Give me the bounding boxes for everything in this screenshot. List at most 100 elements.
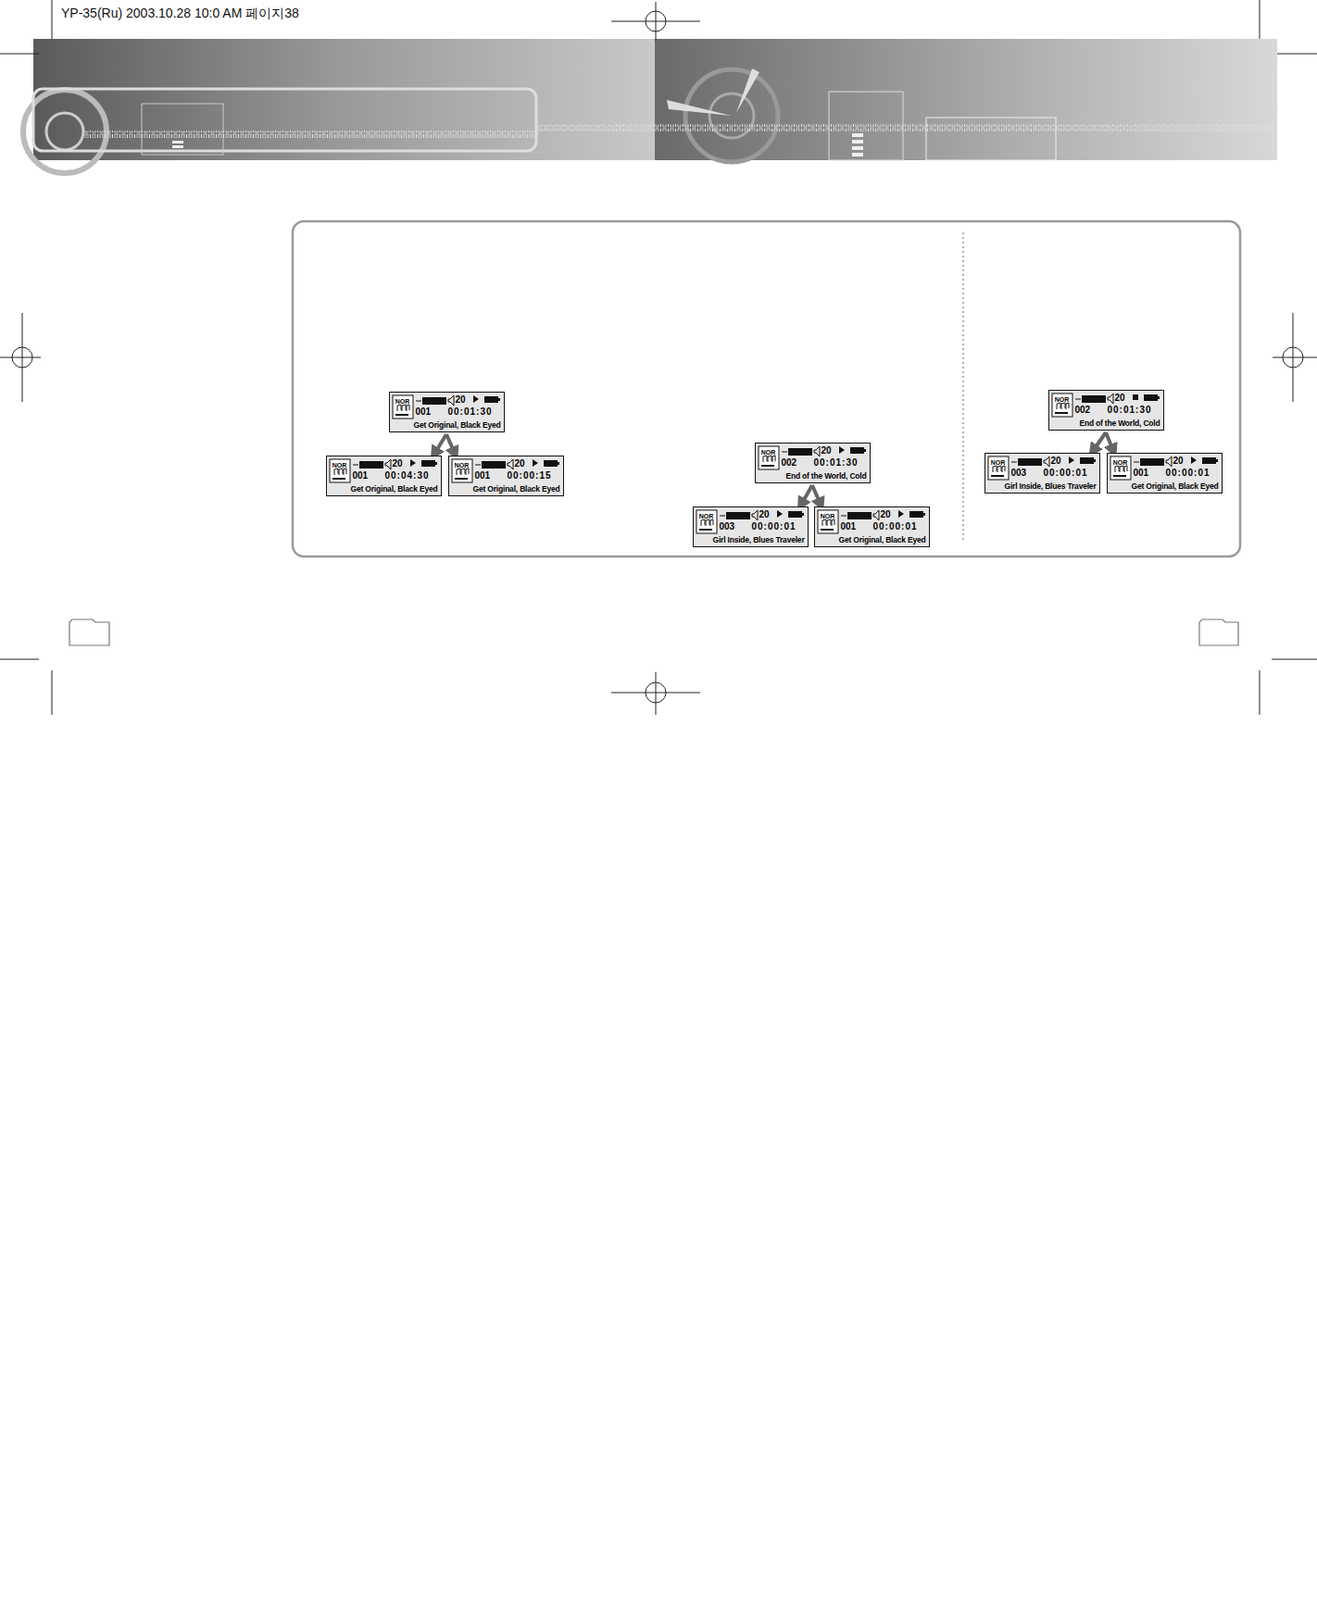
play-time: 00:00:01: [1043, 468, 1089, 478]
track-number: 002: [781, 458, 798, 468]
music-note: [822, 519, 835, 527]
dash: [475, 464, 481, 466]
track-number: 001: [840, 522, 857, 532]
battery-icon: [1143, 394, 1158, 402]
music-note: [763, 455, 776, 463]
volume-level: 20: [821, 446, 832, 456]
eq-mode: NOR: [1053, 396, 1072, 403]
play-icon: [1191, 456, 1197, 465]
progress-bar: [481, 461, 506, 469]
eq-mode: NOR: [393, 398, 413, 405]
play-icon: [839, 446, 845, 454]
crop-marks: [0, 0, 1317, 715]
eq-bar: [820, 528, 834, 531]
eq-icon: [451, 459, 473, 483]
song-title: Girl Inside, Blues Traveler: [1003, 482, 1096, 491]
track-number: 001: [1133, 468, 1150, 478]
eq-icon: [392, 395, 414, 419]
flow-arrow: [446, 434, 456, 455]
battery-icon: [1079, 457, 1094, 465]
eq-icon: [1052, 393, 1073, 417]
banner-frame: [926, 117, 1056, 161]
print-header: YP-35(Ru) 2003.10.28 10:0 AM 페이지38: [61, 5, 300, 23]
play-time: 00:00:15: [507, 471, 552, 481]
battery-icon: [484, 396, 499, 403]
dash: [1133, 462, 1140, 464]
banner-ticks: [172, 133, 864, 157]
song-title: Get Original, Black Eyed: [351, 485, 439, 494]
battery-icon: [788, 511, 803, 518]
song-title: Get Original, Black Eyed: [839, 536, 927, 545]
play-icon: [1068, 456, 1075, 465]
dash: [1011, 462, 1017, 464]
dash: [352, 464, 359, 466]
play-time: 00:00:01: [1166, 468, 1211, 478]
progress-bar: [847, 512, 872, 520]
volume-level: 20: [392, 459, 403, 469]
track-number: 001: [415, 407, 432, 417]
play-icon: [777, 510, 783, 518]
lcd-screen: NOR 20 001 00:00:01Get Original, Black Eyed: [814, 506, 930, 548]
battery-icon: [1202, 457, 1217, 465]
music-note: [397, 404, 410, 412]
song-title: Get Original, Black Eyed: [473, 485, 561, 494]
dash: [840, 515, 847, 517]
lcd-screen: NOR2000100:00:15Get Original, Black Eyed: [448, 455, 565, 497]
lcd-screen: NOR2000200:01:30End of the World, Cold: [1048, 389, 1165, 431]
banner-frame: [141, 103, 224, 155]
progress-bar: [422, 397, 447, 405]
play-time: 00:00:01: [873, 522, 918, 532]
play-icon: [532, 459, 539, 467]
progress-bar: [788, 448, 813, 456]
song-title: End of the World, Cold: [785, 472, 866, 481]
eq-bar: [395, 413, 409, 416]
eq-bar: [761, 464, 775, 467]
speaker-icon: [385, 459, 391, 470]
battery-icon: [421, 460, 436, 467]
track-number: 001: [352, 471, 369, 481]
dash: [781, 451, 788, 453]
header-banner: [33, 38, 655, 161]
lcd-screen: NOR2000300:00:01Girl Inside, Blues Trave…: [692, 506, 809, 548]
banner-bar: [33, 88, 537, 151]
music-note: [992, 465, 1005, 473]
battery-tip: [1093, 459, 1096, 463]
speaker-icon: [507, 459, 514, 470]
battery-icon: [909, 511, 924, 518]
lcd-screen: NOR2000100:00:01Get Original, Black Eyed: [1106, 452, 1223, 494]
banner-binary: [83, 130, 538, 138]
progress-bar: [359, 461, 384, 469]
stop-icon: [1132, 394, 1139, 401]
banner-frame: [828, 91, 904, 161]
flow-arrow: [801, 485, 814, 506]
volume-level: 20: [880, 510, 891, 520]
music-note: [701, 519, 714, 527]
song-title: End of the World, Cold: [1078, 419, 1160, 428]
dash: [415, 401, 422, 402]
track-number: 002: [1075, 405, 1092, 415]
volume-level: 20: [514, 459, 526, 469]
eq-icon: [329, 459, 351, 483]
play-time: 00:00:01: [752, 522, 797, 532]
play-time: 00:01:30: [814, 458, 859, 468]
eq-bar: [990, 475, 1004, 477]
progress-bar: [1081, 395, 1106, 403]
play-time: 00:01:30: [1107, 405, 1153, 415]
lcd-screen: NOR 20 002 00:01:30End of the World, Cold: [754, 442, 871, 484]
progress-bar: [726, 512, 751, 520]
dash: [1075, 399, 1081, 401]
music-note: [1115, 465, 1128, 473]
battery-tip: [1157, 396, 1160, 400]
content-panel: [292, 221, 1241, 557]
battery-tip: [498, 398, 501, 402]
eq-icon: [1110, 456, 1131, 480]
eq-mode: NOR: [452, 462, 472, 469]
eq-mode: NOR: [759, 449, 778, 456]
flow-arrow: [434, 434, 448, 455]
battery-icon: [543, 460, 558, 467]
speaker-icon: [1166, 456, 1172, 467]
eq-mode: NOR: [697, 513, 716, 520]
lcd-screen: NOR2000300:00:01Girl Inside, Blues Trave…: [984, 452, 1101, 494]
page-tab: [1199, 619, 1239, 646]
eq-mode: NOR: [818, 513, 838, 520]
